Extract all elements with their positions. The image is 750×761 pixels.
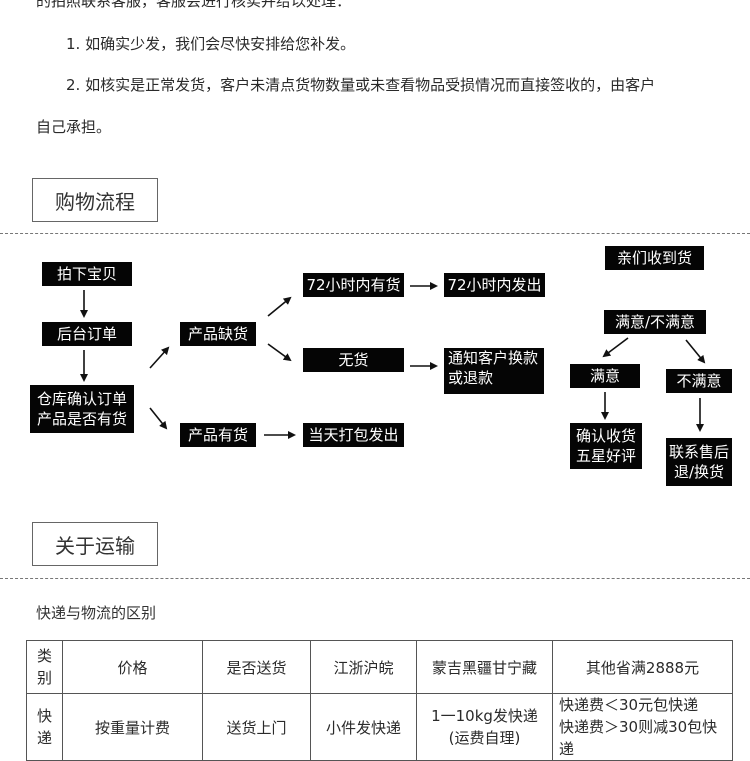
section-divider [0,233,750,234]
flow-warehouse-confirm: 仓库确认订单 产品是否有货 [30,385,134,433]
flow-notify-line-2: 或退款 [448,369,494,387]
shipping-subtitle: 快递与物流的区别 [36,604,157,622]
section-title-shipping: 关于运输 [32,522,158,566]
header-remote: 蒙吉黑疆甘宁藏 [416,640,553,694]
cell-category: 快递 [26,693,63,761]
cell-delivery: 送货上门 [202,693,311,761]
cell-other-line-1: 快递费＜30元包快递 [559,696,699,714]
cell-remote-line-2: (运费自理) [448,729,521,747]
flow-no-stock: 无货 [303,348,404,372]
cell-other: 快递费＜30元包快递 快递费＞30则减30包快递 [552,693,733,761]
header-price: 价格 [62,640,203,694]
intro-line-0: 的拍照联系客服，客服会进行核实并给以处理： [36,0,352,10]
section-title-shopping-flow: 购物流程 [32,178,158,222]
cell-remote: 1一10kg发快递 (运费自理) [416,693,553,761]
intro-line-2a: 2. 如核实是正常发货，客户未清点货物数量或未查看物品受损情况而直接签收的，由客… [66,76,656,94]
cell-jzhw: 小件发快递 [310,693,417,761]
flow-warehouse-confirm-line-1: 仓库确认订单 [36,390,127,408]
table-header-row: 类别 价格 是否送货 江浙沪皖 蒙吉黑疆甘宁藏 其他省满2888元 [26,640,733,694]
flow-contact-line-2: 退/换货 [673,463,725,481]
shipping-table: 类别 价格 是否送货 江浙沪皖 蒙吉黑疆甘宁藏 其他省满2888元 快递 按重量… [26,640,733,761]
flow-notify-line-1: 通知客户换款 [448,349,539,367]
arrow-warehouse-to-out-of-stock [149,346,170,369]
flow-backend-order: 后台订单 [42,322,132,346]
intro-line-1: 1. 如确实少发，我们会尽快安排给您补发。 [66,35,356,53]
arrow-out-of-stock-to-restock [267,296,292,317]
header-category: 类别 [26,640,63,694]
flow-received: 亲们收到货 [605,246,704,270]
flow-in-stock: 产品有货 [180,423,256,447]
flow-satisfied-or-not: 满意/不满意 [604,310,706,334]
arrow-to-not-satisfied [685,339,706,364]
flow-out-of-stock: 产品缺货 [180,322,256,346]
arrow-warehouse-to-in-stock [149,407,168,430]
section-divider [0,578,750,579]
header-other: 其他省满2888元 [552,640,733,694]
flow-confirm-line-1: 确认收货 [575,427,636,445]
flow-confirm-line-2: 五星好评 [575,447,636,465]
cell-remote-line-1: 1一10kg发快递 [431,707,538,725]
arrow-to-satisfied [602,337,629,358]
flow-buy: 拍下宝贝 [42,262,132,286]
cell-price: 按重量计费 [62,693,203,761]
flow-ship-72h: 72小时内发出 [444,273,545,297]
flow-contact-line-1: 联系售后 [668,443,729,461]
table-row: 快递 按重量计费 送货上门 小件发快递 1一10kg发快递 (运费自理) 快递费… [26,693,733,761]
flow-restock-72h: 72小时内有货 [303,273,404,297]
flow-not-satisfied: 不满意 [666,369,732,393]
flow-notify-customer: 通知客户换款 或退款 [444,348,544,394]
arrow-out-of-stock-to-no-stock [267,343,292,362]
flow-ship-today: 当天打包发出 [303,423,404,447]
cell-other-line-2: 快递费＞30则减30包快递 [559,718,718,758]
header-delivery: 是否送货 [202,640,311,694]
flow-satisfied: 满意 [570,364,640,388]
header-jzhw: 江浙沪皖 [310,640,417,694]
flow-confirm-receipt: 确认收货 五星好评 [570,423,642,469]
flow-warehouse-confirm-line-2: 产品是否有货 [36,410,127,428]
flow-contact-after-sales: 联系售后 退/换货 [666,438,732,486]
intro-line-2b: 自己承担。 [36,118,112,136]
